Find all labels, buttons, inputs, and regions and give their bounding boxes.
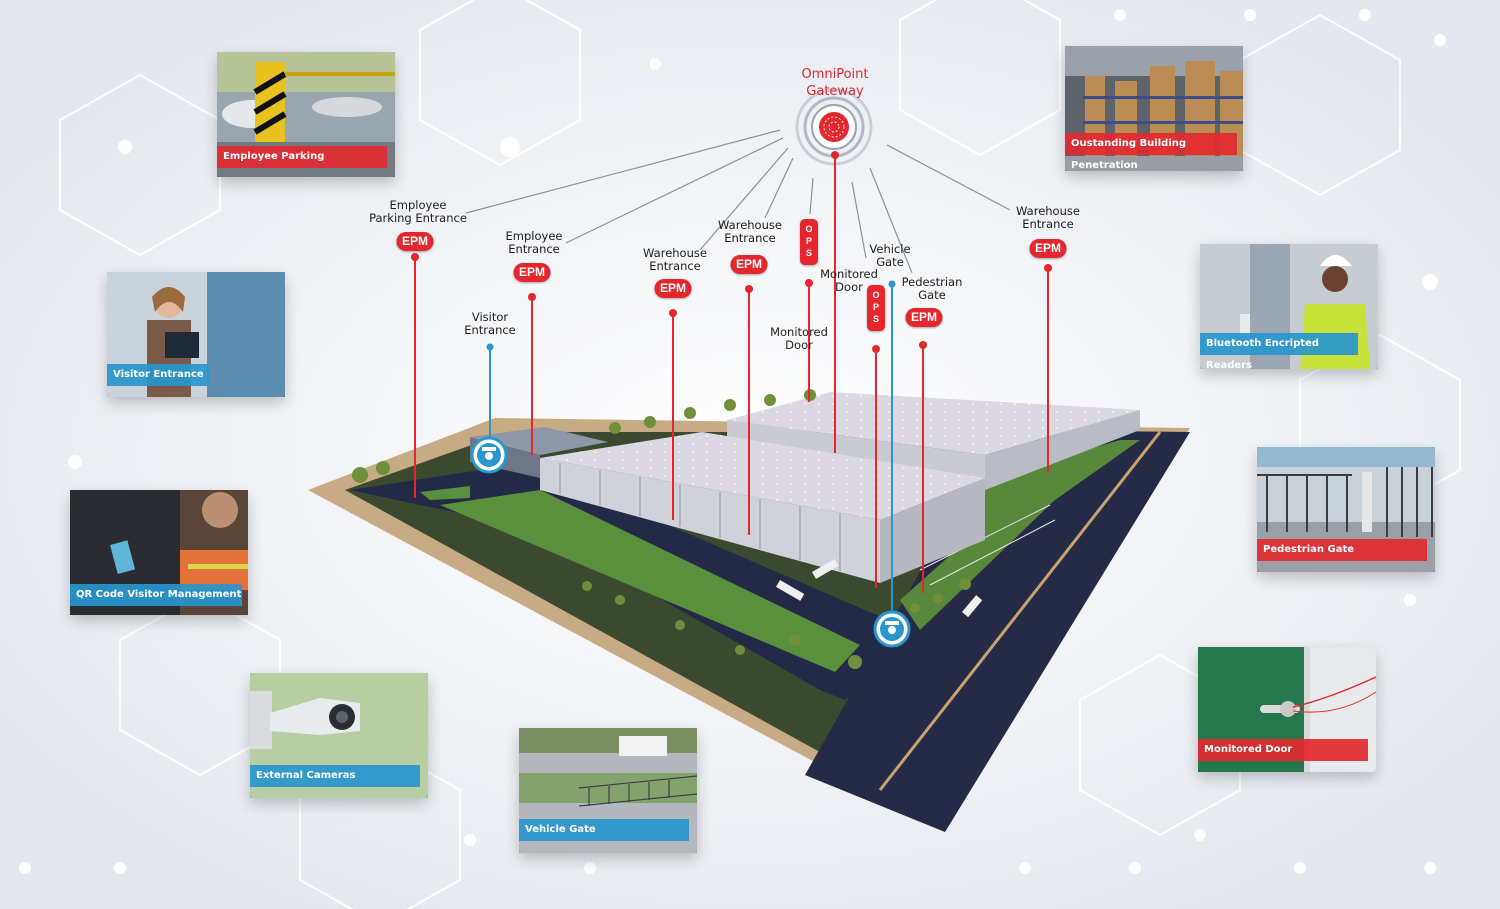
gateway-label-line2: Gateway — [806, 84, 864, 99]
card-caption: Monitored Door — [1198, 739, 1368, 761]
ops-letter: O — [872, 290, 880, 300]
label-visitor-entrance: Visitor Entrance — [464, 311, 516, 337]
card-pedestrian-gate[interactable]: Pedestrian Gate — [1257, 447, 1435, 572]
epm-badge[interactable]: EPM — [513, 263, 551, 282]
label-line: Monitored — [770, 325, 828, 339]
gateway-links — [465, 129, 1011, 274]
label-vehicle-gate: Vehicle Gate — [869, 243, 910, 269]
label-line: Employee — [505, 229, 563, 243]
ops-letter: P — [805, 236, 812, 246]
card-caption: QR Code Visitor Management — [70, 584, 242, 606]
card-visitor-entrance[interactable]: Visitor Entrance — [107, 272, 285, 397]
ops-letter: O — [805, 224, 813, 234]
card-caption: Visitor Entrance — [107, 364, 209, 386]
gateway-label: OmniPoint Gateway — [801, 66, 868, 100]
label-line: Gate — [918, 288, 946, 302]
epm-badge[interactable]: EPM — [730, 255, 768, 274]
ops-letter: S — [872, 314, 879, 324]
ops-badge[interactable]: O P S — [867, 285, 885, 331]
card-outstanding-building-penetration[interactable]: Oustanding Building Penetration — [1065, 46, 1243, 171]
label-employee-entrance: Employee Entrance — [506, 230, 563, 256]
card-qr-code-visitor-management[interactable]: QR Code Visitor Management — [70, 490, 248, 615]
gateway-label-line1: OmniPoint — [801, 67, 869, 82]
label-line: Parking Entrance — [369, 211, 467, 225]
label-line: Warehouse — [643, 246, 707, 260]
label-monitored-door-b: Monitored Door — [820, 268, 878, 294]
label-line: Entrance — [649, 259, 701, 273]
hexagon-nodes — [19, 9, 1446, 874]
label-line: Monitored — [820, 267, 878, 281]
label-line: Entrance — [464, 323, 516, 337]
card-employee-parking[interactable]: Employee Parking — [217, 52, 395, 177]
ops-letter: P — [872, 302, 879, 312]
epm-badge[interactable]: EPM — [654, 279, 692, 298]
card-vehicle-gate[interactable]: Vehicle Gate — [519, 728, 697, 853]
label-line: Pedestrian — [901, 275, 963, 289]
security-guard-icon[interactable] — [470, 436, 508, 474]
epm-badge[interactable]: EPM — [396, 232, 434, 251]
label-line: Entrance — [724, 231, 776, 245]
epm-badge[interactable]: EPM — [1029, 239, 1067, 258]
card-bluetooth-readers[interactable]: Bluetooth Encripted Readers — [1200, 244, 1378, 369]
card-caption: Vehicle Gate — [519, 819, 689, 841]
card-caption: Bluetooth Encripted Readers — [1200, 333, 1358, 369]
card-external-cameras[interactable]: External Cameras — [250, 673, 428, 798]
epm-badge[interactable]: EPM — [905, 308, 943, 327]
card-caption: Oustanding Building Penetration — [1065, 133, 1237, 171]
guard-pins — [489, 284, 893, 614]
label-line: Entrance — [1022, 217, 1074, 231]
label-line: Gate — [876, 255, 904, 269]
label-line: Door — [785, 338, 813, 352]
device-pins — [414, 155, 1049, 593]
label-warehouse-entrance-c: Warehouse Entrance — [1016, 205, 1080, 231]
security-guard-icon[interactable] — [873, 610, 911, 648]
label-warehouse-entrance-a: Warehouse Entrance — [643, 247, 707, 273]
label-warehouse-entrance-b: Warehouse Entrance — [718, 219, 782, 245]
card-caption: Employee Parking — [217, 146, 387, 168]
card-caption: External Cameras — [250, 765, 420, 787]
ops-badge[interactable]: O P S — [800, 219, 818, 265]
ops-letter: S — [805, 248, 812, 258]
label-pedestrian-gate: Pedestrian Gate — [902, 276, 963, 302]
label-line: Warehouse — [1016, 204, 1080, 218]
label-monitored-door-a: Monitored Door — [770, 326, 828, 352]
label-employee-parking-entrance: Employee Parking Entrance — [369, 199, 467, 225]
label-line: Employee — [389, 198, 447, 212]
label-line: Vehicle — [869, 242, 911, 256]
card-caption: Pedestrian Gate — [1257, 539, 1427, 561]
site-model — [308, 389, 1190, 832]
card-monitored-door[interactable]: Monitored Door — [1198, 647, 1376, 772]
label-line: Entrance — [508, 242, 560, 256]
label-line: Door — [835, 280, 863, 294]
label-line: Visitor — [471, 310, 509, 324]
label-line: Warehouse — [718, 218, 782, 232]
